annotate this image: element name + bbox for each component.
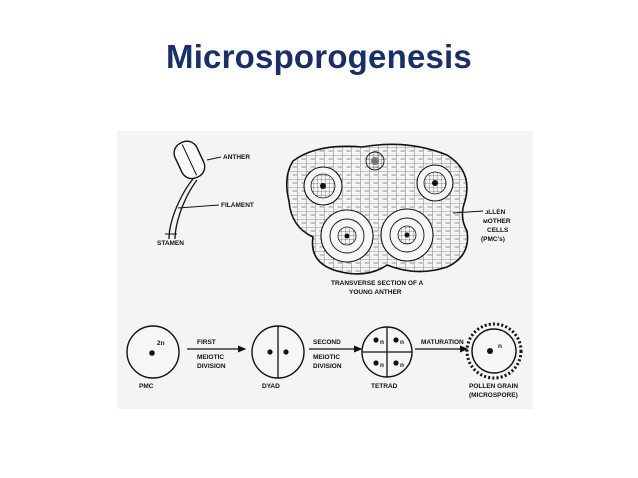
pollen-sac-top-right: [416, 164, 454, 202]
anther-label: ANTHER: [223, 154, 250, 161]
dyad-label: DYAD: [262, 383, 280, 390]
filament-line-right: [174, 179, 198, 240]
filament-pointer: [177, 204, 220, 209]
first-division-label-line-2: MEIOTIC: [197, 354, 224, 361]
pollen-sac-bottom-right: [380, 208, 434, 262]
meiosis-sequence: 2n PMC FIRST MEIOTIC DIVISION DYAD SECON…: [126, 322, 523, 399]
stamen-drawing: ANTHER FILAMENT STAMEN: [157, 140, 254, 247]
pollen-label-line-1: POLLEN GRAIN: [469, 383, 518, 390]
tetrad-label: TETRAD: [371, 383, 398, 390]
pmc-label-line-3: CELLS: [487, 227, 509, 234]
pmc-cell: 2n: [126, 325, 180, 379]
microsporogenesis-diagram: ANTHER FILAMENT STAMEN: [126, 140, 523, 399]
anther-pointer: [206, 156, 222, 161]
pollen-sac-top-left: [303, 166, 343, 206]
second-division-label-line-3: DIVISION: [313, 363, 342, 370]
vascular-bundle: [365, 151, 385, 171]
first-division-label-line-1: FIRST: [197, 339, 216, 346]
pmc-pointer: [452, 210, 484, 214]
pollen-cell-label: n: [498, 343, 502, 350]
anther-cross-section: ᴊLLEN ᴍOTHER CELLS (PMC's) TRANSVERSE SE…: [285, 143, 511, 296]
section-caption-line-2: YOUNG ANTHER: [349, 289, 402, 296]
microsporogenesis-figure: ANTHER FILAMENT STAMEN: [117, 131, 533, 409]
dyad-cell: [251, 325, 305, 379]
second-division-label-line-2: MEIOTIC: [313, 354, 340, 361]
second-division-label-line-1: SECOND: [313, 339, 341, 346]
pollen-grain: n: [465, 322, 523, 380]
pmc-label-line-1: ᴊLLEN: [485, 209, 506, 216]
pmc-label: PMC: [139, 383, 154, 390]
tetrad-cell-label-2: n: [400, 339, 404, 346]
maturation-label: MATURATION: [421, 339, 464, 346]
tetrad-cell: n n n n: [361, 326, 413, 378]
section-caption-line-1: TRANSVERSE SECTION OF A: [331, 280, 424, 287]
anther-shape: [173, 140, 206, 180]
pmc-label-line-4: (PMC's): [481, 236, 505, 243]
pmc-label-line-2: ᴍOTHER: [483, 218, 511, 225]
stamen-label: STAMEN: [157, 240, 184, 247]
slide-title: Microsporogenesis: [166, 38, 472, 75]
tetrad-cell-label-4: n: [400, 362, 404, 369]
tetrad-cell-label-1: n: [380, 339, 384, 346]
tetrad-cell-label-3: n: [380, 362, 384, 369]
filament-line-left: [168, 178, 194, 240]
filament-label: FILAMENT: [221, 202, 254, 209]
pollen-sac-bottom-left: [320, 209, 374, 263]
pollen-label-line-2: (MICROSPORE): [469, 392, 518, 399]
pmc-ploidy-label: 2n: [157, 340, 165, 347]
first-division-label-line-3: DIVISION: [197, 363, 226, 370]
